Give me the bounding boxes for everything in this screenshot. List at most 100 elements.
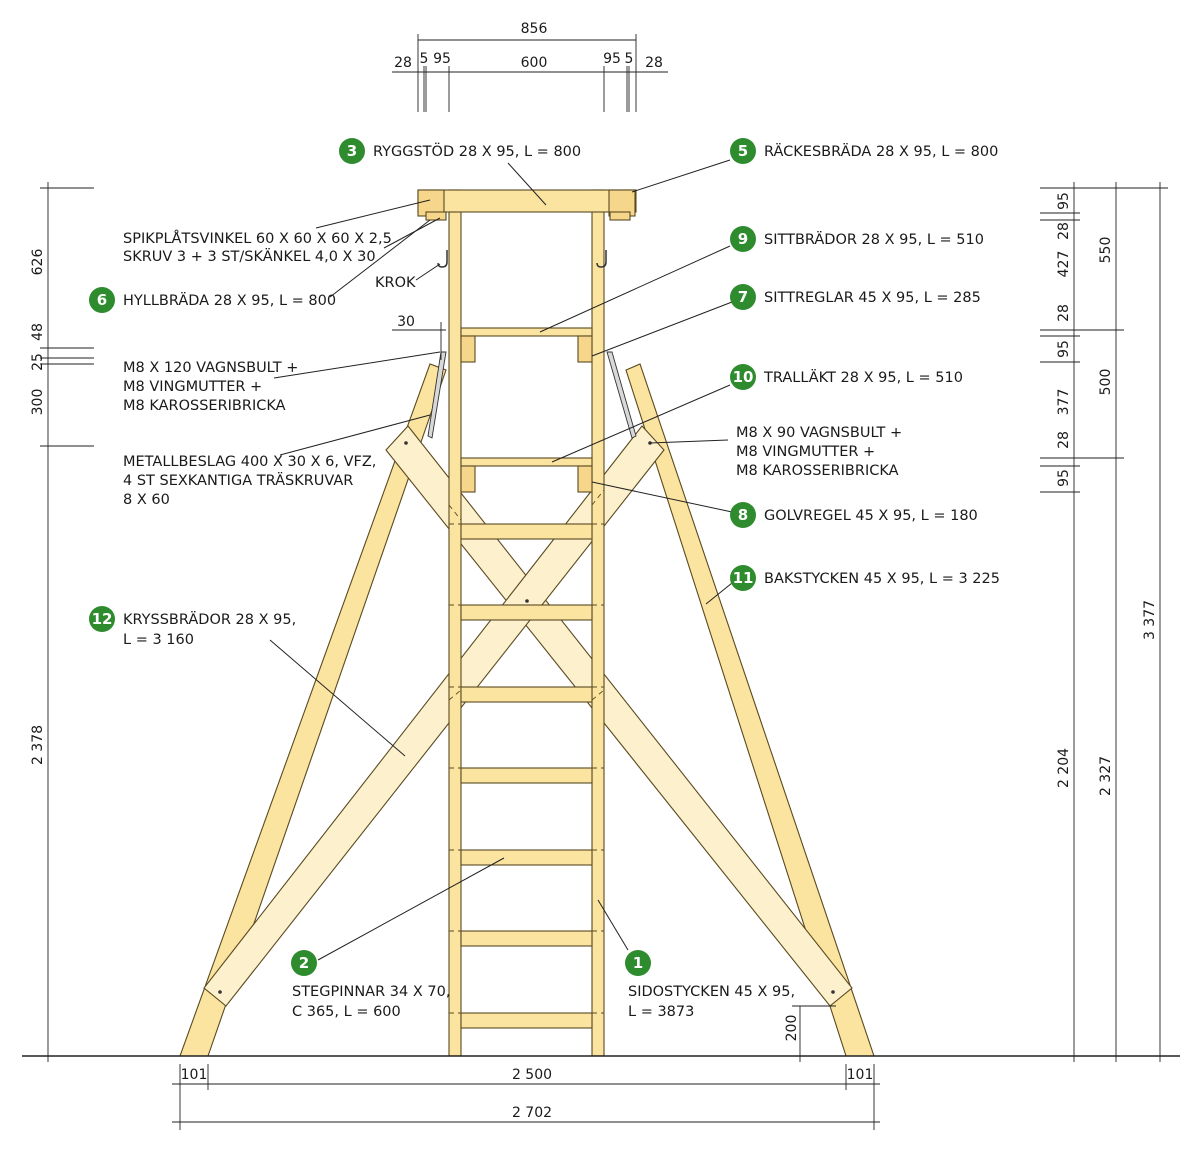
- dim-right-95b: 95: [1056, 340, 1072, 358]
- dim-left-2378: 2 378: [30, 725, 46, 765]
- callout-11: 11 BAKSTYCKEN 45 X 95, L = 3 225: [730, 565, 1000, 591]
- rung: [460, 849, 593, 866]
- label-shelf-board: HYLLBRÄDA 28 X 95, L = 800: [123, 291, 336, 309]
- label-rail-board: RÄCKESBRÄDA 28 X 95, L = 800: [764, 142, 998, 160]
- badge-10: [730, 364, 756, 390]
- floor-joist-left: [460, 465, 476, 493]
- dim-top-5-right: 5: [625, 51, 634, 67]
- note-nail-plate-line1: SPIKPLÅTSVINKEL 60 X 60 X 60 X 2,5: [123, 230, 392, 247]
- callout-6: 6 HYLLBRÄDA 28 X 95, L = 800: [89, 287, 336, 313]
- right-dimensions: 95 28 427 28 95 377 28 95 2 204 550 500 …: [1040, 182, 1168, 1062]
- dim-top-95-right: 95: [603, 51, 621, 67]
- note-bolt120-line3: M8 KAROSSERIBRICKA: [123, 398, 286, 414]
- shelf-end-right: [609, 211, 631, 221]
- dim-left-48: 48: [30, 323, 46, 341]
- seat-joist-right: [577, 335, 593, 363]
- badge-8-number: 8: [738, 506, 748, 524]
- badge-2-number: 2: [299, 954, 309, 972]
- callout-9: 9 SITTBRÄDOR 28 X 95, L = 510: [730, 226, 984, 252]
- note-bolt120-line1: M8 X 120 VAGNSBULT +: [123, 360, 298, 376]
- dim-right-95a: 95: [1056, 192, 1072, 210]
- rung: [460, 604, 593, 621]
- badge-5-number: 5: [738, 142, 748, 160]
- note-nail-plate-line2: SKRUV 3 + 3 ST/SKÄNKEL 4,0 X 30: [123, 247, 376, 265]
- decking-board: [460, 457, 593, 467]
- callout-3: 3 RYGGSTÖD 28 X 95, L = 800: [339, 138, 581, 164]
- bottom-dimensions: 101 2 500 101 2 702 200: [172, 1005, 880, 1130]
- badge-11: [730, 565, 756, 591]
- dim-right-427: 427: [1056, 251, 1072, 278]
- hook-right: [596, 250, 607, 268]
- label-cross-boards-line1: KRYSSBRÄDOR 28 X 95,: [123, 610, 296, 628]
- badge-9: [730, 226, 756, 252]
- dim-right-500: 500: [1098, 369, 1114, 396]
- badge-5: [730, 138, 756, 164]
- metal-bracket-right: [606, 351, 637, 439]
- note-bolt90-line1: M8 X 90 VAGNSBULT +: [736, 425, 902, 441]
- cross-board-left-to-right: [385, 425, 853, 1007]
- rungs: [449, 523, 604, 1029]
- dim-bottom-101-right: 101: [847, 1067, 874, 1083]
- notes: SPIKPLÅTSVINKEL 60 X 60 X 60 X 2,5 SKRUV…: [123, 230, 902, 508]
- dim-top-28-left: 28: [394, 55, 412, 71]
- back-leg-right: [625, 363, 875, 1056]
- badge-10-number: 10: [733, 368, 754, 386]
- backrest-board: [417, 189, 637, 213]
- note-metal-line2: 4 ST SEXKANTIGA TRÄSKRUVAR: [123, 471, 353, 489]
- seat-joist-left: [460, 335, 476, 363]
- label-side-rails-line1: SIDOSTYCKEN 45 X 95,: [628, 984, 795, 1000]
- floor-joist-right: [577, 465, 593, 493]
- rung: [460, 686, 593, 703]
- callout-10: 10 TRALLÄKT 28 X 95, L = 510: [730, 364, 963, 390]
- note-metal-line3: 8 X 60: [123, 492, 170, 508]
- dim-right-550: 550: [1098, 237, 1114, 264]
- dim-200: 200: [784, 1015, 800, 1042]
- dim-left-25: 25: [30, 353, 46, 371]
- badge-2: [291, 950, 317, 976]
- back-leg-left: [179, 363, 447, 1056]
- note-bolt90-line2: M8 VINGMUTTER +: [736, 444, 875, 460]
- label-seat-boards: SITTBRÄDOR 28 X 95, L = 510: [764, 230, 984, 248]
- dim-30: 30: [397, 314, 415, 330]
- badge-7-number: 7: [738, 288, 748, 306]
- cross-board-hidden-lines: [448, 489, 605, 701]
- badge-11-number: 11: [733, 569, 754, 587]
- dim-bottom-2500: 2 500: [512, 1067, 552, 1083]
- dim-right-3377: 3 377: [1142, 600, 1158, 640]
- label-rungs-line1: STEGPINNAR 34 X 70,: [292, 984, 450, 1000]
- badge-9-number: 9: [738, 230, 748, 248]
- dim-top-856: 856: [521, 21, 548, 37]
- dim-right-28b: 28: [1056, 304, 1072, 322]
- seat-board: [460, 327, 593, 337]
- note-bolt120-line2: M8 VINGMUTTER +: [123, 379, 262, 395]
- badge-1: [625, 950, 651, 976]
- dim-top-5-left: 5: [420, 51, 429, 67]
- leader-lines: [269, 159, 733, 961]
- callout-8: 8 GOLVREGEL 45 X 95, L = 180: [730, 502, 978, 528]
- dim-right-377: 377: [1056, 389, 1072, 416]
- callout-7: 7 SITTREGLAR 45 X 95, L = 285: [730, 284, 981, 310]
- badge-12-number: 12: [92, 610, 113, 628]
- left-dimensions: 626 48 25 300 2 378 30: [30, 182, 446, 1062]
- badge-7: [730, 284, 756, 310]
- dim-top-95-left: 95: [433, 51, 451, 67]
- label-side-rails-line2: L = 3873: [628, 1004, 694, 1020]
- badge-3-number: 3: [347, 142, 357, 160]
- dim-bottom-2702: 2 702: [512, 1105, 552, 1121]
- label-backrest: RYGGSTÖD 28 X 95, L = 800: [373, 142, 581, 160]
- dim-right-2327: 2 327: [1098, 756, 1114, 796]
- badge-6: [89, 287, 115, 313]
- dim-top-600: 600: [521, 55, 548, 71]
- dim-left-300: 300: [30, 389, 46, 416]
- shelf-end-left: [425, 211, 447, 221]
- rung: [460, 930, 593, 947]
- dim-right-28c: 28: [1056, 431, 1072, 449]
- dim-top-28-right: 28: [645, 55, 663, 71]
- ladder-stand-structure: [179, 189, 875, 1056]
- top-dimensions: 856 28 5 95 600 95 5 28: [392, 21, 668, 112]
- label-rungs-line2: C 365, L = 600: [292, 1004, 401, 1020]
- label-cross-boards-line2: L = 3 160: [123, 632, 194, 648]
- badge-6-number: 6: [97, 291, 107, 309]
- badge-12: [89, 606, 115, 632]
